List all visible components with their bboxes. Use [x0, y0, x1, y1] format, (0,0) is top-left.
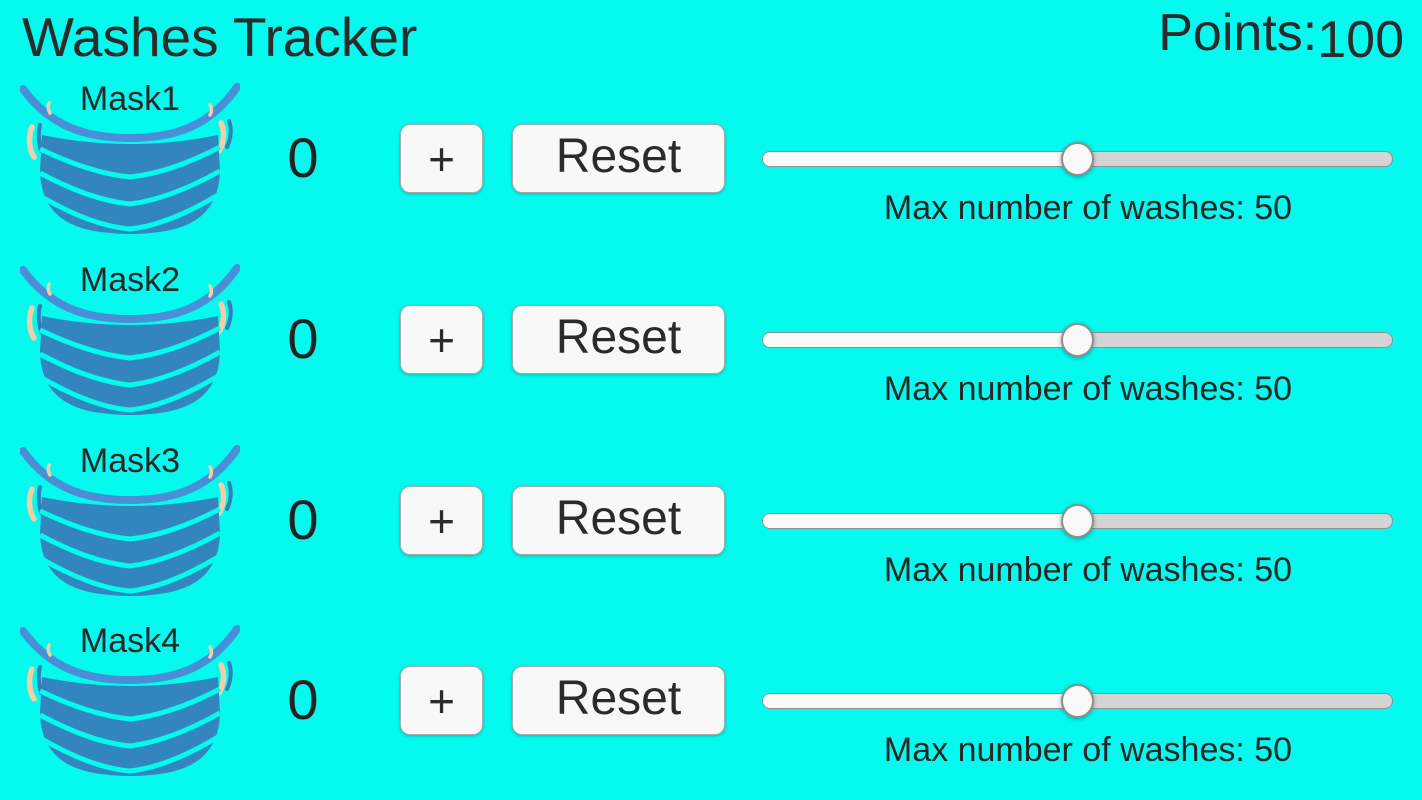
wash-count: 0 — [287, 307, 319, 370]
points-display: Points:100 — [1158, 2, 1404, 69]
mask-icon: Mask1 — [20, 69, 240, 239]
face-mask-icon — [20, 264, 240, 415]
slider-thumb[interactable] — [1060, 142, 1094, 176]
reset-button[interactable]: Reset — [512, 486, 725, 555]
slider-fill — [763, 152, 1078, 166]
mask-label: Mask2 — [79, 261, 181, 299]
mask-row: Mask2 0 + Reset Max number of washes: 50 — [0, 250, 1422, 431]
slider-thumb[interactable] — [1060, 323, 1094, 357]
face-mask-icon — [20, 83, 240, 234]
mask-label: Mask3 — [79, 442, 181, 480]
increment-button[interactable]: + — [400, 666, 483, 735]
mask-row: Mask3 0 + Reset Max number of washes: 50 — [0, 431, 1422, 612]
wash-count: 0 — [287, 488, 319, 551]
slider-fill — [763, 694, 1078, 708]
reset-button[interactable]: Reset — [512, 124, 725, 193]
points-label: Points: — [1158, 4, 1318, 62]
increment-button[interactable]: + — [400, 486, 483, 555]
slider-fill — [763, 514, 1078, 528]
reset-button[interactable]: Reset — [512, 305, 725, 374]
slider-thumb[interactable] — [1060, 504, 1094, 538]
mask-icon: Mask4 — [20, 611, 240, 781]
face-mask-icon — [20, 625, 240, 776]
mask-row: Mask4 0 + Reset Max number of washes: 50 — [0, 611, 1422, 792]
mask-row: Mask1 0 + Reset Max number of washes: 50 — [0, 69, 1422, 250]
max-washes-label: Max number of washes: 50 — [883, 731, 1293, 769]
points-value: 100 — [1317, 11, 1404, 69]
max-washes-slider[interactable] — [762, 318, 1393, 362]
wash-count: 0 — [287, 668, 319, 731]
face-mask-icon — [20, 445, 240, 596]
max-washes-label: Max number of washes: 50 — [883, 189, 1293, 227]
mask-icon: Mask3 — [20, 431, 240, 601]
reset-button[interactable]: Reset — [512, 666, 725, 735]
slider-thumb[interactable] — [1060, 684, 1094, 718]
increment-button[interactable]: + — [400, 124, 483, 193]
mask-label: Mask4 — [79, 622, 181, 660]
max-washes-label: Max number of washes: 50 — [883, 551, 1293, 589]
wash-count: 0 — [287, 126, 319, 189]
mask-label: Mask1 — [79, 80, 181, 118]
mask-icon: Mask2 — [20, 250, 240, 420]
max-washes-label: Max number of washes: 50 — [883, 370, 1293, 408]
increment-button[interactable]: + — [400, 305, 483, 374]
slider-fill — [763, 333, 1078, 347]
max-washes-slider[interactable] — [762, 679, 1393, 723]
max-washes-slider[interactable] — [762, 499, 1393, 543]
page-title: Washes Tracker — [22, 6, 418, 68]
max-washes-slider[interactable] — [762, 137, 1393, 181]
